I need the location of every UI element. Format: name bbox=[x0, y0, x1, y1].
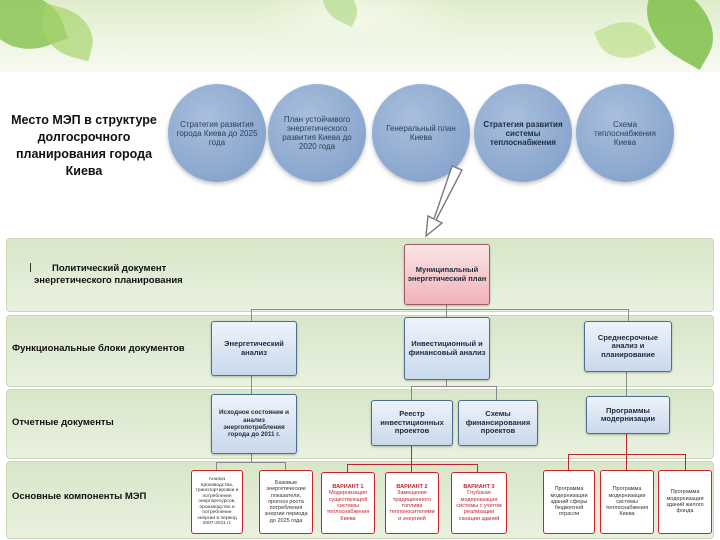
connector bbox=[446, 378, 447, 386]
component-box: Базовые энергетические показатели, прогн… bbox=[259, 470, 313, 534]
connector bbox=[216, 462, 286, 463]
component-text: Глубокая модернизация системы с учетом р… bbox=[456, 490, 502, 522]
component-text: Базовые энергетические показатели, прогн… bbox=[264, 479, 308, 524]
circle-label: Генеральный план Киева bbox=[386, 124, 456, 142]
box-label: Энергетический анализ bbox=[224, 339, 284, 357]
row-band-political bbox=[6, 238, 714, 312]
leaf-decoration-left-2 bbox=[35, 3, 100, 62]
connector bbox=[626, 454, 627, 470]
box-municipal-energy-plan: Муниципальный энергетический план bbox=[404, 244, 490, 305]
row-label-functional: Функциональные блоки документов bbox=[12, 343, 185, 354]
component-text: Программа модернизации зданий сферы бюдж… bbox=[550, 486, 588, 518]
component-box: Анализ производства, транспортировки и п… bbox=[191, 470, 243, 534]
connector bbox=[411, 464, 412, 472]
box-investment-analysis: Инвестиционный и финансовый анализ bbox=[404, 317, 490, 380]
connector bbox=[411, 386, 412, 400]
circle-label: Стратегия развития системы теплоснабжени… bbox=[483, 119, 563, 147]
box-energy-analysis: Энергетический анализ bbox=[211, 321, 297, 376]
connector bbox=[251, 374, 252, 394]
box-label: Программы модернизации bbox=[600, 405, 656, 423]
row-label-components: Основные компоненты МЭП bbox=[12, 491, 147, 502]
header-banner bbox=[0, 0, 720, 72]
box-label: Среднесрочные анализ и планирование bbox=[597, 332, 659, 359]
box-modernization-programs: Программы модернизации bbox=[586, 396, 670, 434]
component-box: Программа модернизации зданий сферы бюдж… bbox=[543, 470, 595, 534]
connector bbox=[626, 432, 627, 454]
component-box: Программа модернизации зданий жилого фон… bbox=[658, 470, 712, 534]
box-financing-schemes: Схемы финансирования проектов bbox=[458, 400, 538, 446]
down-arrow-icon bbox=[425, 165, 463, 238]
connector bbox=[477, 464, 478, 472]
circle-label: План устойчивого энергетического развити… bbox=[282, 115, 352, 151]
box-project-registry: Реестр инвестиционных проектов bbox=[371, 400, 453, 446]
connector bbox=[685, 454, 686, 470]
box-label: Инвестиционный и финансовый анализ bbox=[408, 339, 486, 357]
component-text: Замещение традиционного топлива теплонос… bbox=[389, 490, 435, 522]
component-text: Анализ производства, транспортировки и п… bbox=[195, 477, 239, 527]
connector bbox=[411, 444, 412, 464]
circle-general-plan: Генеральный план Киева bbox=[372, 84, 470, 182]
connector bbox=[568, 454, 686, 455]
circle-sustainable-energy-plan: План устойчивого энергетического развити… bbox=[268, 84, 366, 182]
box-label: Исходное состояние и анализ энергопотреб… bbox=[219, 409, 289, 439]
component-box-variant-3: ВАРИАНТ 3 Глубокая модернизация системы … bbox=[451, 472, 507, 534]
connector bbox=[347, 464, 477, 465]
connector bbox=[347, 464, 348, 472]
connector bbox=[628, 309, 629, 321]
row-label-reporting: Отчетные документы bbox=[12, 417, 114, 428]
connector bbox=[251, 309, 252, 321]
row-label-political: Политический документ bbox=[52, 263, 167, 274]
connector bbox=[626, 370, 627, 396]
connector bbox=[251, 309, 629, 310]
box-label: Схемы финансирования проектов bbox=[465, 409, 531, 436]
variant-label: ВАРИАНТ 3 bbox=[463, 484, 495, 491]
circle-heat-supply-scheme: Схема теплоснабжения Киева bbox=[576, 84, 674, 182]
connector bbox=[568, 454, 569, 470]
row-label-political-2: энергетического планирования bbox=[34, 275, 183, 286]
component-text: Модернизация существующей системы теплос… bbox=[326, 490, 370, 522]
connector bbox=[446, 303, 447, 317]
leaf-decoration-right-2 bbox=[593, 11, 657, 69]
variant-label: ВАРИАНТ 1 bbox=[332, 484, 364, 491]
component-text: Программа модернизации системы теплоснаб… bbox=[605, 486, 649, 518]
leaf-decoration-mid bbox=[315, 0, 365, 28]
component-box-variant-2: ВАРИАНТ 2 Замещение традиционного топлив… bbox=[385, 472, 439, 534]
connector bbox=[216, 462, 217, 470]
circle-label: Стратегия развития города Киева до 2025 … bbox=[176, 119, 258, 147]
box-initial-state: Исходное состояние и анализ энергопотреб… bbox=[211, 394, 297, 454]
box-midterm-planning: Среднесрочные анализ и планирование bbox=[584, 321, 672, 372]
circle-heat-supply-strategy: Стратегия развития системы теплоснабжени… bbox=[474, 84, 572, 182]
page-title: Место МЭП в структуре долгосрочного план… bbox=[11, 113, 157, 178]
component-box: Программа модернизации системы теплоснаб… bbox=[600, 470, 654, 534]
circle-label: Схема теплоснабжения Киева bbox=[594, 119, 656, 147]
component-box-variant-1: ВАРИАНТ 1 Модернизация существующей сист… bbox=[321, 472, 375, 534]
box-label: Реестр инвестиционных проектов bbox=[380, 409, 444, 436]
connector bbox=[251, 452, 252, 462]
connector bbox=[411, 386, 497, 387]
component-text: Программа модернизации зданий жилого фон… bbox=[666, 489, 704, 515]
box-label: Муниципальный энергетический план bbox=[407, 265, 487, 283]
connector bbox=[496, 386, 497, 400]
row-marker bbox=[30, 263, 31, 272]
circle-kyiv-strategy: Стратегия развития города Киева до 2025 … bbox=[168, 84, 266, 182]
variant-label: ВАРИАНТ 2 bbox=[396, 484, 428, 491]
connector bbox=[285, 462, 286, 470]
